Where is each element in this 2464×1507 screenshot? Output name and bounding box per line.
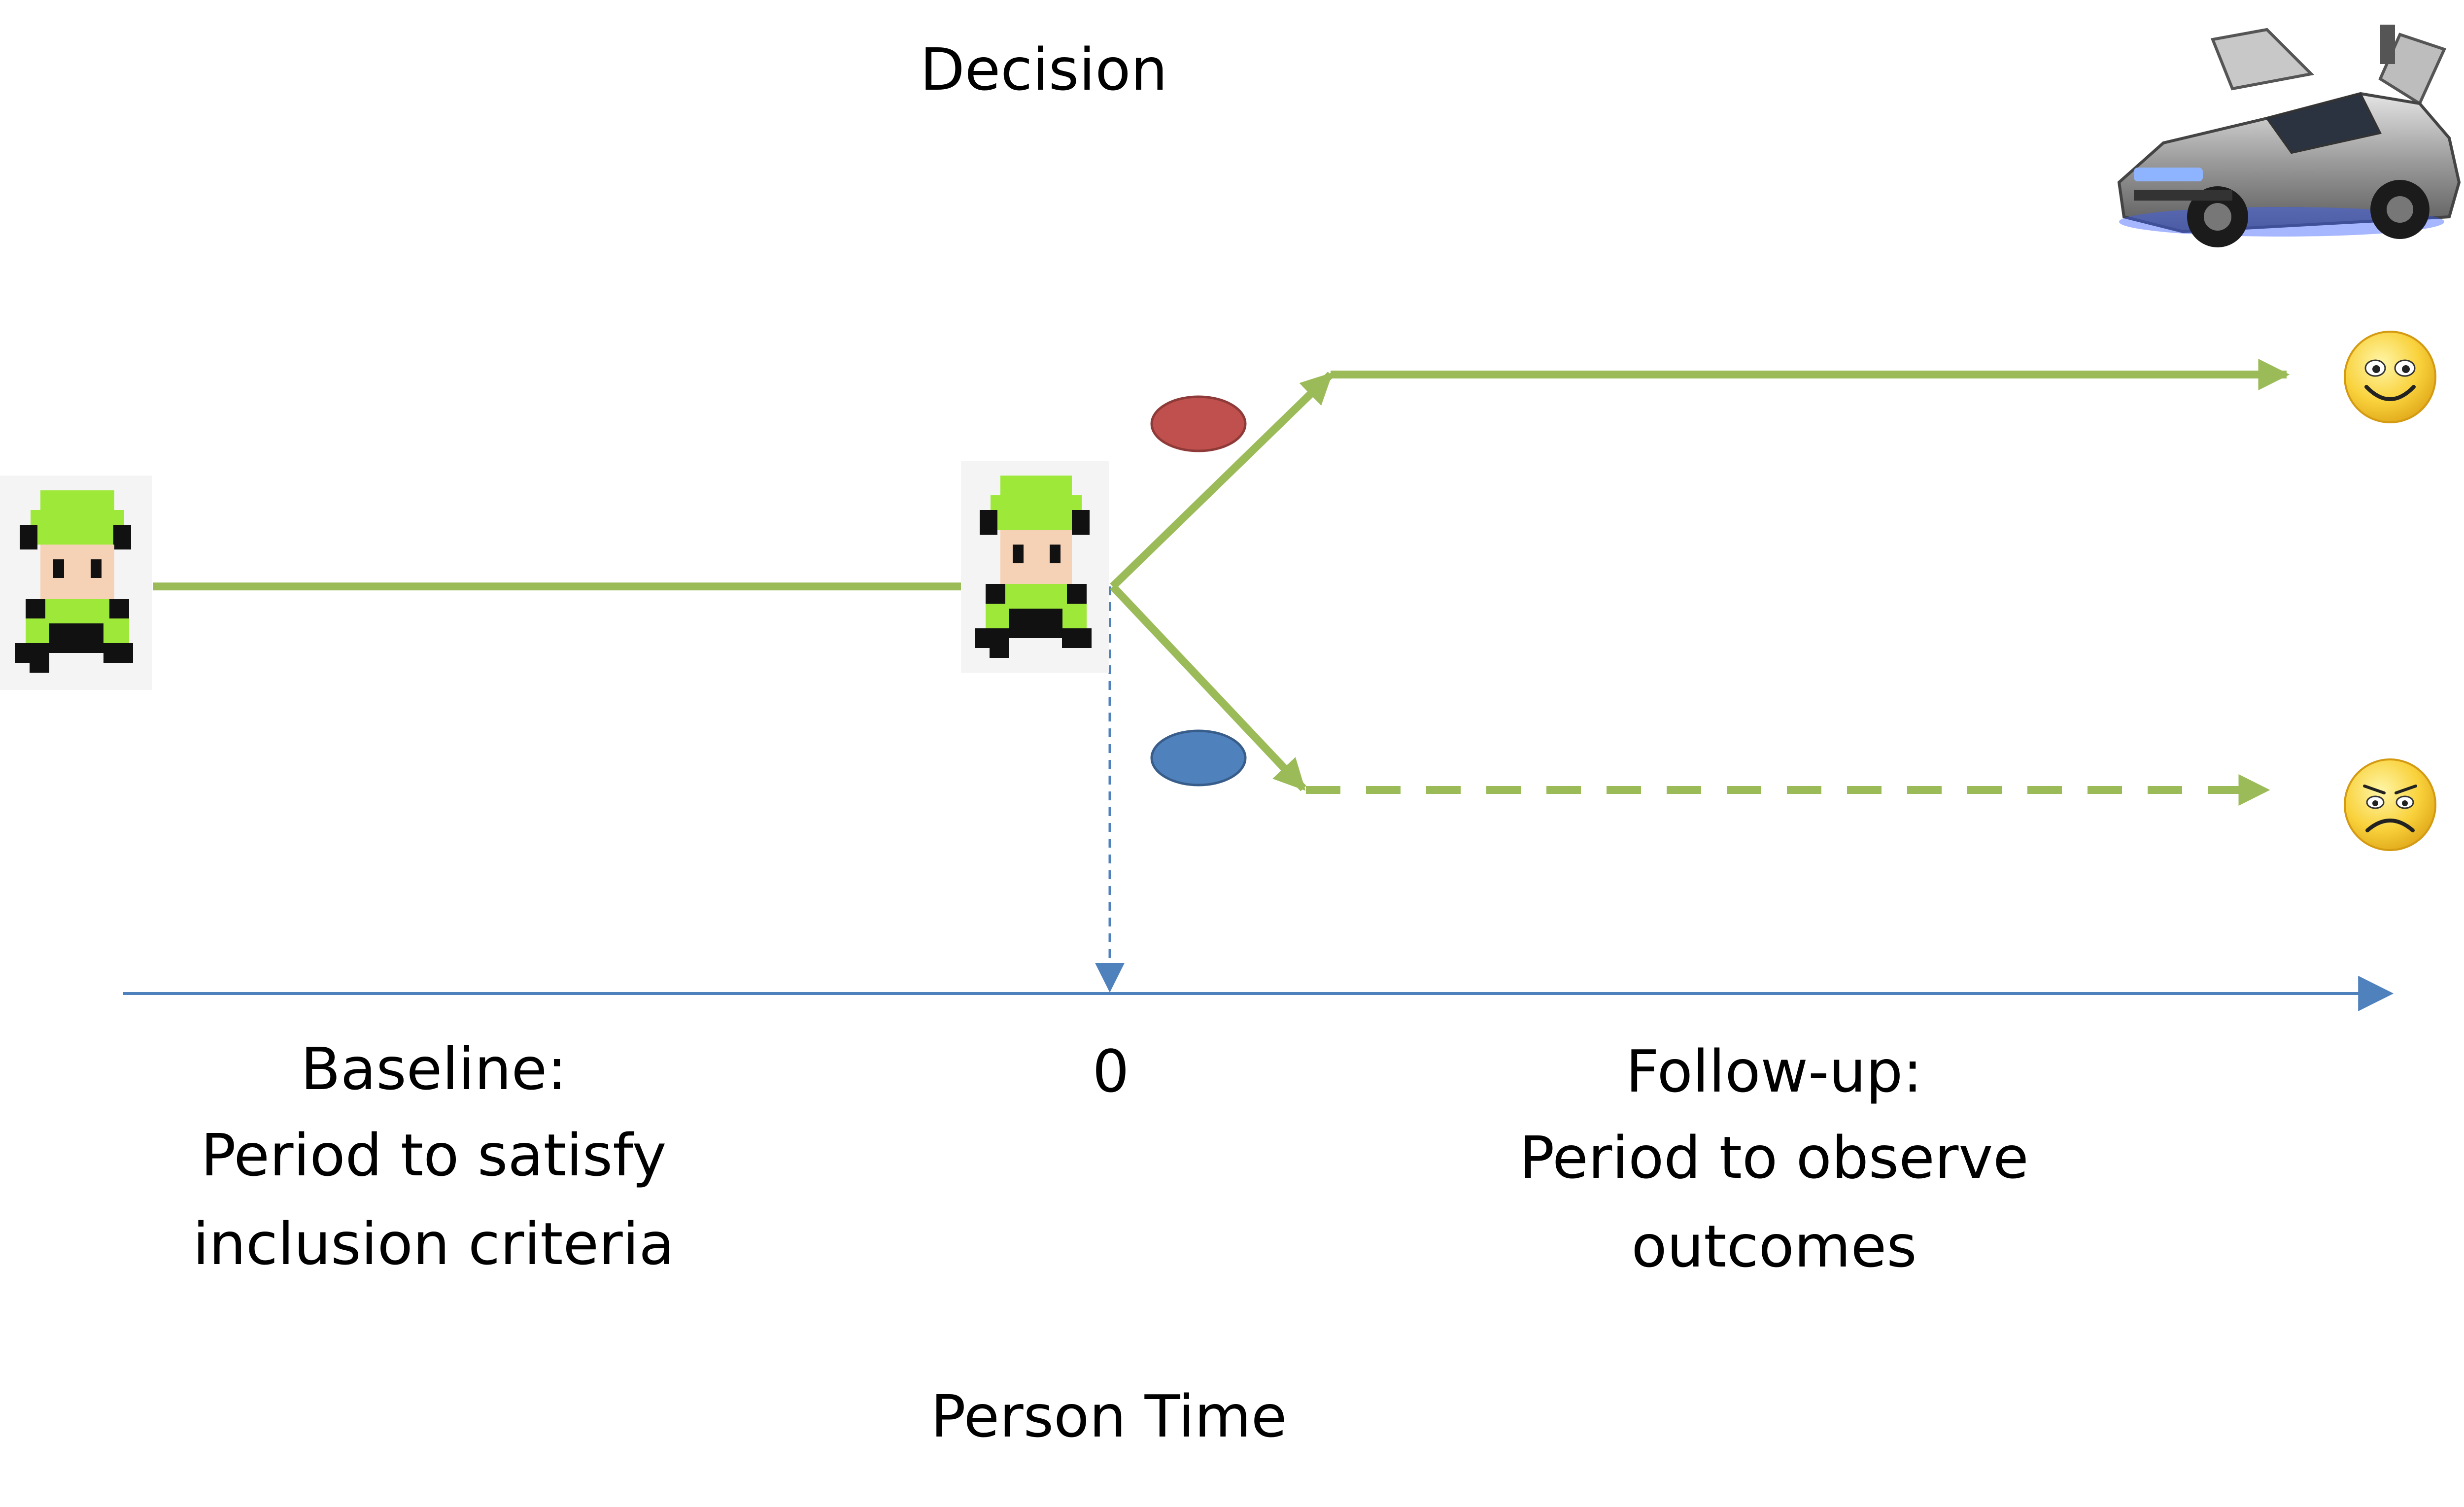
smiley-face-icon [2344,331,2436,423]
followup-heading: Follow-up: [1626,1037,1922,1105]
decision-label: Decision [920,35,1167,103]
lower-branch-diagonal [1110,583,1306,791]
upper-branch-diagonal [1110,372,1334,589]
followup-description-line2: outcomes [1631,1212,1916,1280]
time-zero-label: 0 [1092,1037,1129,1105]
followup-description-line1: Period to observe [1519,1124,2029,1192]
baseline-description-line2: inclusion criteria [193,1210,674,1278]
baseline-heading: Baseline: [301,1035,567,1103]
treatment-marker-blue [1150,729,1247,787]
person-time-axis-title: Person Time [931,1382,1287,1450]
sad-face-icon [2344,758,2436,851]
pixel-person-icon [961,461,1109,673]
treatment-marker-red [1150,395,1247,452]
baseline-description-line1: Period to satisfy [201,1121,666,1189]
pixel-person-icon [0,476,152,690]
time-machine-car-icon [2117,25,2461,247]
